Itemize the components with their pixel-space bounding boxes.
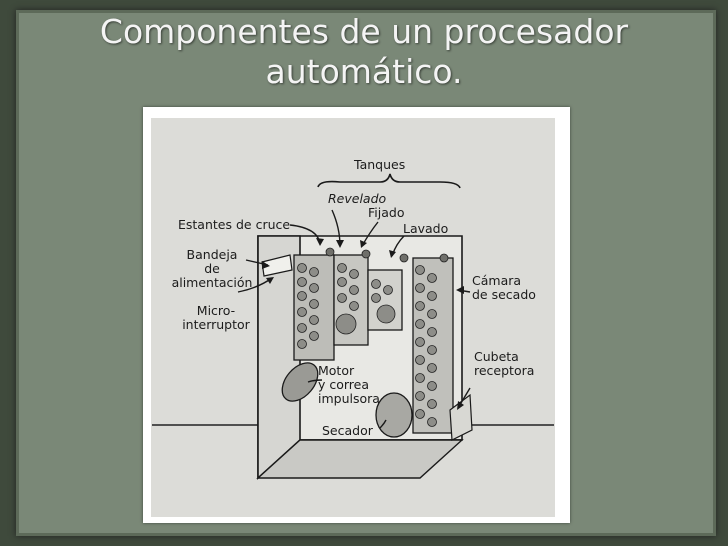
dryer-drum (376, 393, 412, 437)
label-bandeja-line-1: Bandeja (170, 248, 254, 262)
label-motor-line-3: impulsora (318, 392, 380, 406)
label-lavado: Lavado (403, 222, 448, 236)
label-camara-de-secado: Cámara de secado (472, 274, 536, 302)
label-estantes-de-cruce: Estantes de cruce (178, 218, 290, 232)
label-bandeja-line-3: alimentación (170, 276, 254, 290)
tanques-brace (318, 174, 460, 188)
label-cubeta-line-2: receptora (474, 364, 534, 378)
label-camara-line-1: Cámara (472, 274, 536, 288)
label-bandeja-line-2: de (170, 262, 254, 276)
label-motor: Motor y correa impulsora (318, 364, 380, 406)
label-micro-line-1: Micro- (176, 304, 256, 318)
label-cubeta-receptora: Cubeta receptora (474, 350, 534, 378)
label-fijado: Fijado (368, 206, 404, 220)
label-microinterruptor: Micro- interruptor (176, 304, 256, 332)
label-tanques: Tanques (354, 158, 405, 172)
label-secador: Secador (322, 424, 373, 438)
label-motor-line-2: y correa (318, 378, 380, 392)
label-micro-line-2: interruptor (176, 318, 256, 332)
label-revelado: Revelado (328, 192, 386, 206)
label-cubeta-line-1: Cubeta (474, 350, 534, 364)
label-camara-line-2: de secado (472, 288, 536, 302)
label-bandeja: Bandeja de alimentación (170, 248, 254, 290)
label-motor-line-1: Motor (318, 364, 380, 378)
